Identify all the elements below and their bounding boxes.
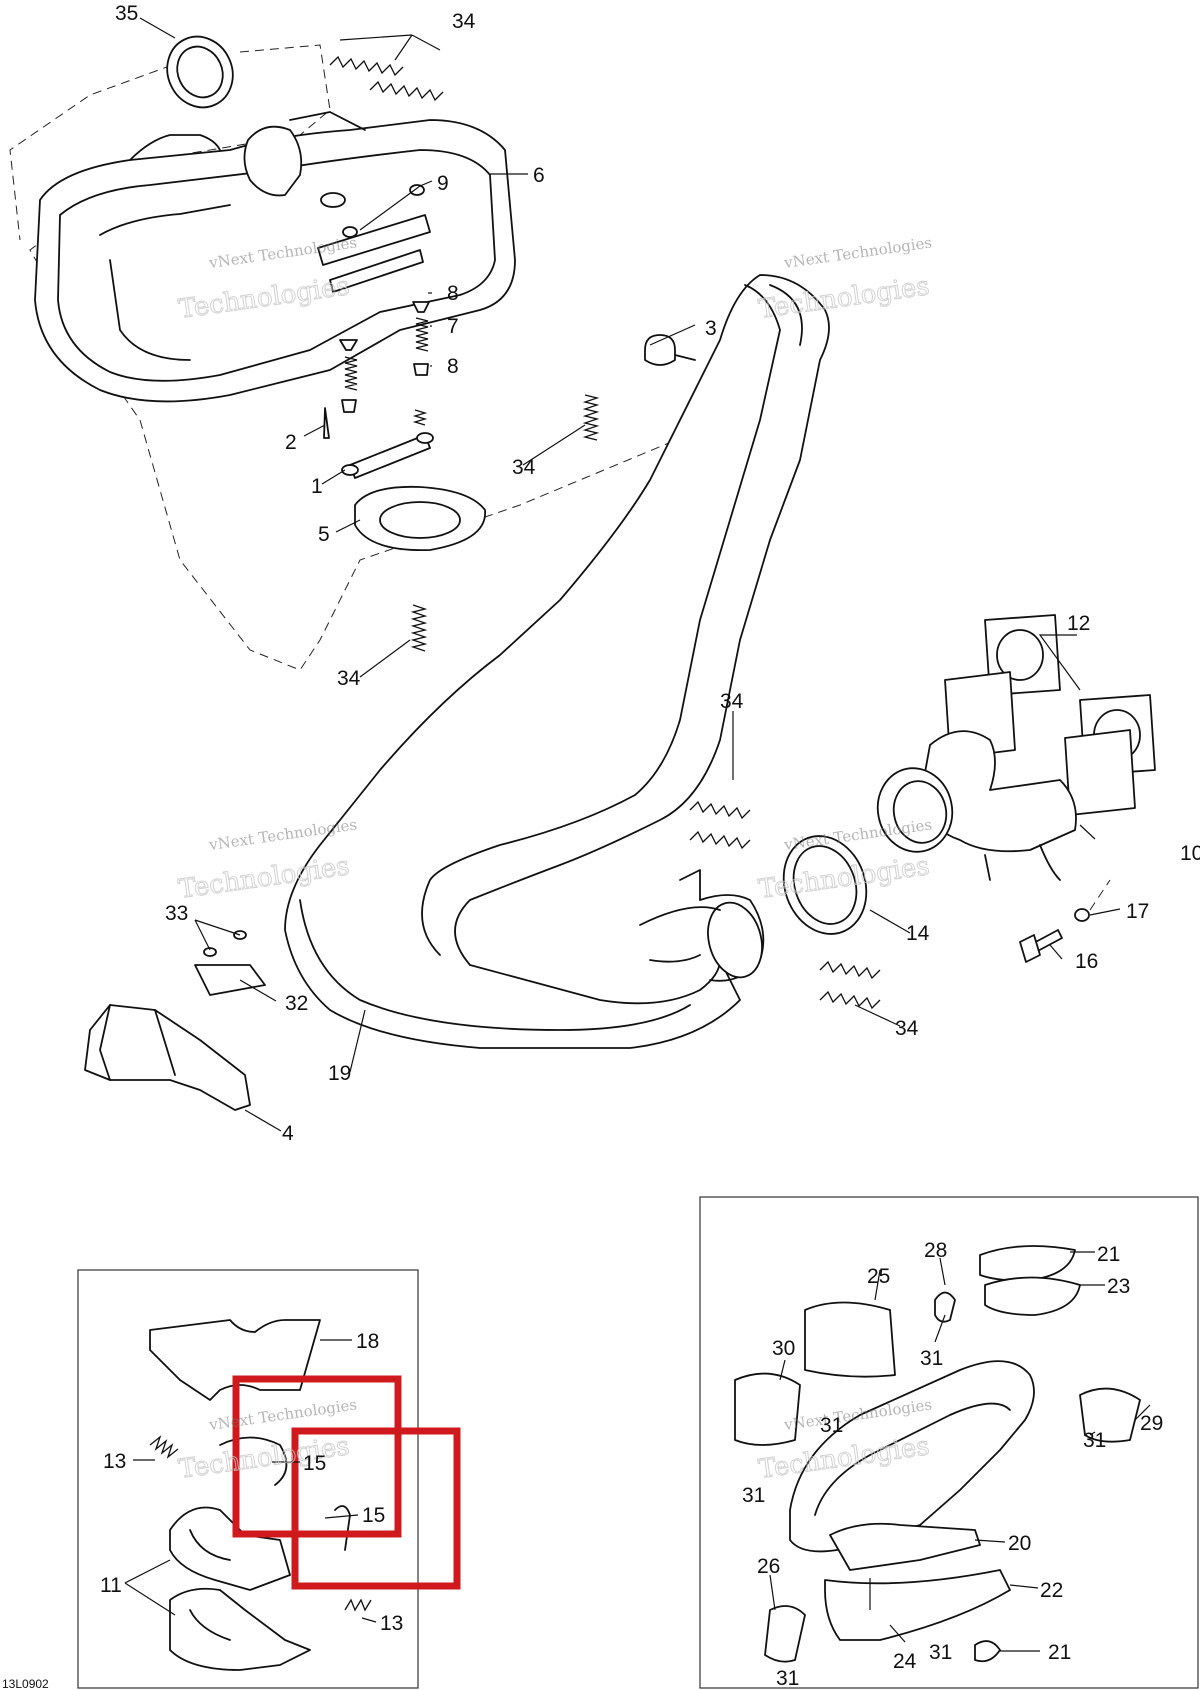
callout: 3 [705,317,717,340]
callout: 12 [1067,612,1090,635]
callout: 22 [1040,1579,1063,1602]
callout: 14 [906,922,930,945]
callout: 21 [1048,1641,1071,1664]
callout: 15 [303,1452,326,1475]
bracket-4 [84,1004,251,1111]
callout: 19 [328,1062,351,1085]
callout: 4 [282,1122,294,1145]
dashed-assembly-outline [9,44,781,671]
bumper-3 [644,334,696,366]
callout: 16 [1075,950,1098,973]
springs-34 [329,55,881,1010]
callout: 24 [893,1650,917,1673]
watermark-2: vNext Technologies [782,233,933,272]
callout: 10 [1180,842,1200,865]
callout: 31 [742,1484,765,1507]
callout: 23 [1107,1275,1130,1298]
leader-lines-right [769,1251,1151,1652]
callout: 31 [1083,1429,1106,1452]
highlight-boxes [232,1375,461,1590]
muffler [34,111,516,403]
manifold-11 [169,1506,311,1671]
leader-lines [139,17,1121,1132]
callout: 13 [103,1450,126,1473]
callout: 34 [720,690,744,713]
callout: 17 [1126,900,1149,923]
callout: 31 [929,1641,952,1664]
exhaust-manifold [876,614,1156,881]
bolt-16-washer-17 [1019,879,1111,963]
callout: 20 [1008,1532,1031,1555]
callout: 29 [1140,1412,1163,1435]
leader-lines-left [124,1459,377,1623]
callout: 35 [115,2,138,25]
drawing-code: 13L0902 [2,1677,49,1690]
callout: 21 [1097,1243,1120,1266]
callout: 28 [924,1239,947,1262]
callout: 15 [362,1504,385,1527]
callout: 34 [512,456,536,479]
mount-hardware [323,184,486,552]
callout: 9 [437,172,449,195]
callout: 32 [285,992,308,1015]
callout: 34 [895,1017,919,1040]
callout: 8 [447,355,459,378]
ring-35 [166,35,234,109]
callout: 5 [318,523,330,546]
callout: 25 [867,1265,890,1288]
callout: 31 [776,1667,799,1690]
callout: 6 [533,164,545,187]
callout: 33 [165,902,188,925]
tuned-pipe [284,274,830,1049]
heat-shield-18 [149,1319,352,1401]
callout: 1 [311,475,323,498]
callout: 31 [820,1414,843,1437]
callout: 31 [920,1347,943,1370]
ring-14 [782,835,868,935]
callout: 2 [285,431,297,454]
callout: 30 [772,1337,795,1360]
callout: 7 [447,315,459,338]
assembly-right [734,1245,1141,1663]
callout: 18 [356,1330,379,1353]
bracket-32 [194,930,266,996]
callout: 8 [447,282,459,305]
detail-box-left [77,1269,419,1689]
detail-box-right [699,1196,1199,1689]
callout: 11 [100,1574,122,1597]
callout: 34 [337,667,361,690]
callout: 34 [452,10,476,33]
callout: 13 [380,1612,403,1635]
callout: 26 [757,1555,780,1578]
